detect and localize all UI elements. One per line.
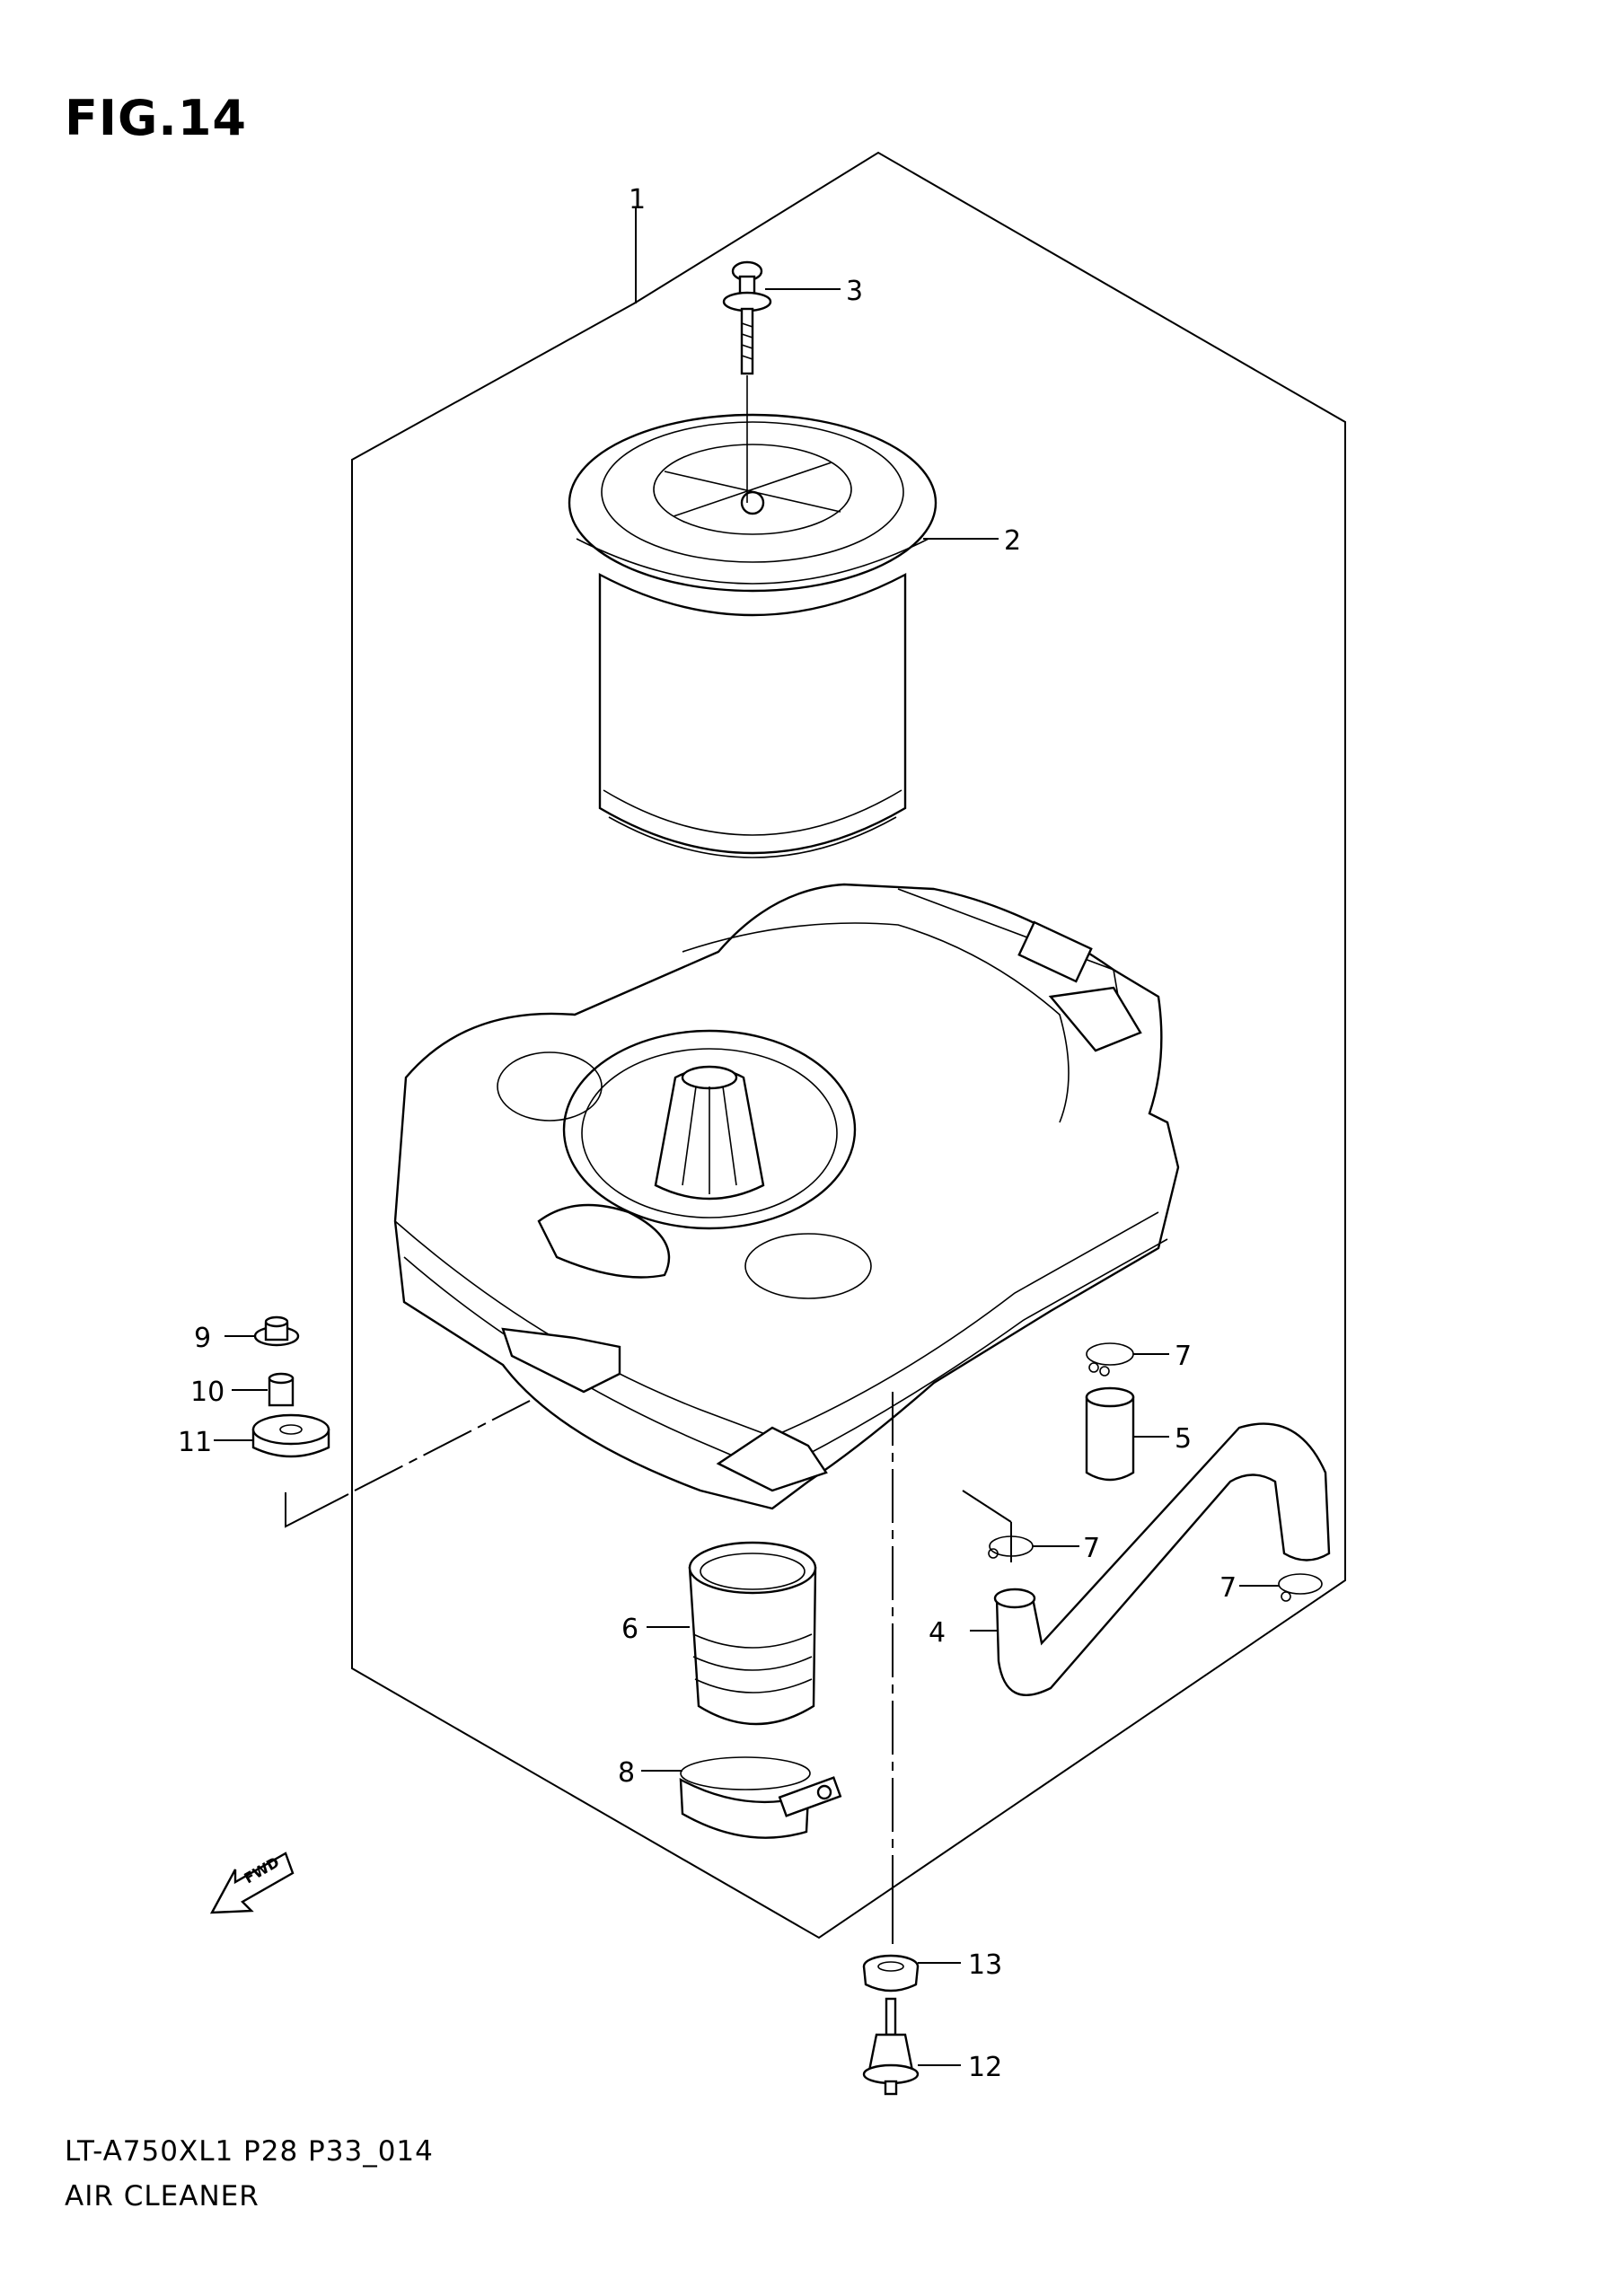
mount-bolt: [253, 1315, 300, 1347]
band-clamp: [679, 1756, 842, 1839]
callout-5: 5: [1175, 1423, 1192, 1455]
callout-7b: 7: [1083, 1533, 1100, 1564]
callout-7c: 7: [1219, 1572, 1237, 1604]
drain-plug: [862, 1997, 920, 2096]
air-cleaner-case: [393, 883, 1180, 1510]
callout-11: 11: [178, 1427, 212, 1458]
hose-4: [993, 1422, 1331, 1696]
grommet: [862, 1954, 920, 1993]
callout-8: 8: [618, 1757, 635, 1789]
hose-5: [1085, 1386, 1135, 1482]
callout-6: 6: [621, 1614, 638, 1645]
callout-4: 4: [929, 1617, 946, 1649]
callout-7a: 7: [1175, 1341, 1192, 1372]
clamp-7a: [1086, 1342, 1134, 1377]
callout-12: 12: [968, 2052, 1002, 2083]
callout-9: 9: [194, 1323, 211, 1354]
cushion: [251, 1413, 330, 1458]
fwd-arrow-icon: FWD: [209, 1852, 295, 1914]
section-name: AIR CLEANER: [65, 2180, 260, 2212]
callout-1: 1: [629, 184, 646, 216]
callout-3: 3: [846, 276, 863, 307]
clamp-7c: [1278, 1573, 1323, 1602]
callout-2: 2: [1004, 525, 1021, 557]
air-filter-element: [568, 413, 938, 858]
outlet-tube: [688, 1541, 817, 1726]
assembly-outline: [351, 151, 1346, 1940]
callout-10: 10: [190, 1377, 225, 1408]
model-code: LT-A750XL1 P28 P33_014: [65, 2135, 434, 2168]
wing-bolt: [722, 260, 772, 503]
spacer: [268, 1372, 295, 1407]
callout-13: 13: [968, 1949, 1002, 1981]
figure-title: FIG.14: [65, 90, 247, 146]
